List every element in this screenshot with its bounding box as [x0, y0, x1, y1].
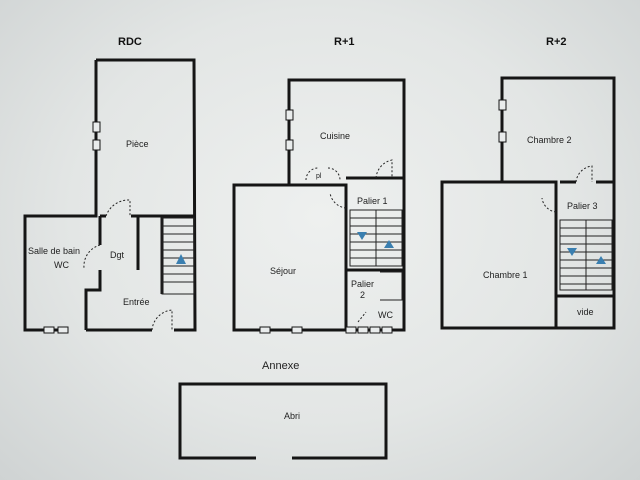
- room-chambre1: Chambre 1: [483, 270, 528, 280]
- r2-inner-walls: [502, 180, 614, 328]
- rdc-inner-walls: [84, 214, 194, 330]
- room-entree: Entrée: [123, 297, 150, 307]
- title-r1: R+1: [334, 36, 355, 48]
- r1-stair-arrow-up: [384, 240, 394, 248]
- r1-stairs: [349, 209, 403, 301]
- r2-stairs: [559, 219, 613, 291]
- title-r2: R+2: [546, 36, 567, 48]
- door-placard: [305, 167, 341, 181]
- rdc-walls: [23, 58, 197, 332]
- r1-inner-walls: [289, 176, 404, 330]
- door-chambre2: [575, 165, 593, 183]
- r2-stair-arrow-down: [567, 248, 577, 256]
- door-chambre1: [541, 197, 557, 213]
- room-sejour: Séjour: [270, 266, 297, 276]
- door-wc: [83, 244, 101, 269]
- room-palier2-line2: 2: [360, 290, 366, 300]
- title-annexe: Annexe: [262, 360, 300, 372]
- rdc-stair-arrow: [176, 254, 186, 264]
- room-palier3: Palier 3: [567, 201, 598, 211]
- room-abri: Abri: [284, 411, 301, 421]
- room-salle-de-bain: Salle de bain: [28, 246, 81, 256]
- r2-stair-arrow-up: [596, 256, 606, 264]
- door-palier1: [329, 192, 347, 209]
- room-cuisine: Cuisine: [320, 131, 351, 141]
- room-palier1: Palier 1: [357, 196, 388, 206]
- door-cuisine: [375, 159, 393, 179]
- abri-walls: [178, 382, 388, 460]
- r1-stair-arrow-down: [357, 232, 367, 240]
- room-dgt: Dgt: [110, 250, 125, 260]
- door-dgt: [105, 199, 131, 217]
- room-palier2-line1: Palier: [351, 279, 375, 289]
- room-wc-rdc: WC: [54, 260, 69, 270]
- door-wc-r1: [357, 311, 367, 323]
- door-entree: [151, 309, 173, 331]
- room-vide: vide: [577, 307, 594, 317]
- room-placard: pl: [316, 173, 322, 180]
- room-chambre2: Chambre 2: [527, 135, 572, 145]
- room-wc-r1: WC: [378, 310, 393, 320]
- title-rdc: RDC: [118, 36, 142, 48]
- rdc-stairs: [161, 217, 195, 295]
- room-piece: Pièce: [126, 139, 149, 149]
